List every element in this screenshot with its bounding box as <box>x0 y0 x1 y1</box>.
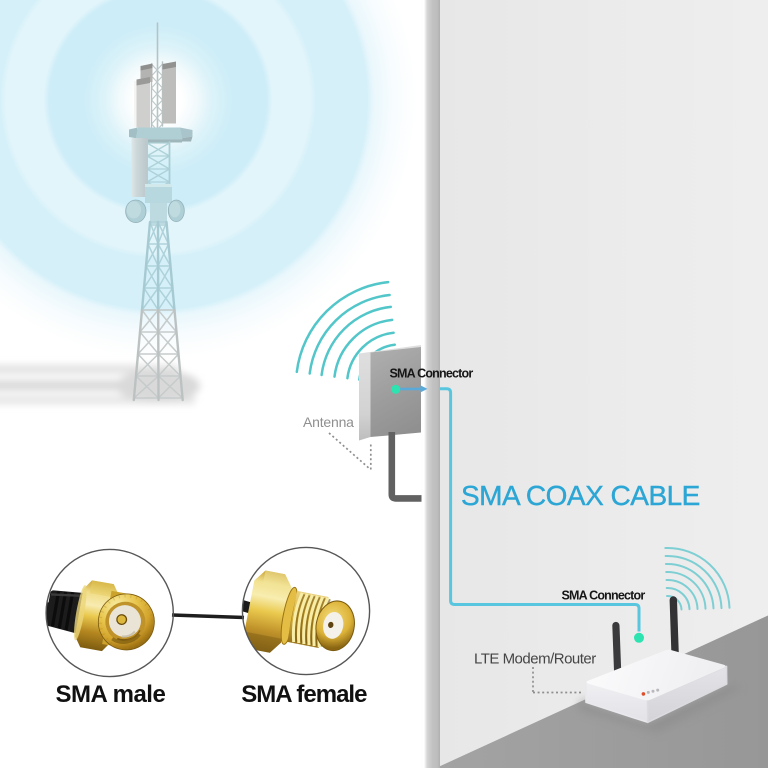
svg-text:SMA male: SMA male <box>56 681 166 708</box>
svg-text:SMA female: SMA female <box>241 681 367 708</box>
svg-text:LTE Modem/Router: LTE Modem/Router <box>474 651 596 668</box>
svg-text:SMA COAX CABLE: SMA COAX CABLE <box>461 480 700 511</box>
svg-text:Antenna: Antenna <box>303 414 354 430</box>
svg-text:SMA Connector: SMA Connector <box>562 588 646 602</box>
svg-text:SMA Connector: SMA Connector <box>390 366 474 380</box>
